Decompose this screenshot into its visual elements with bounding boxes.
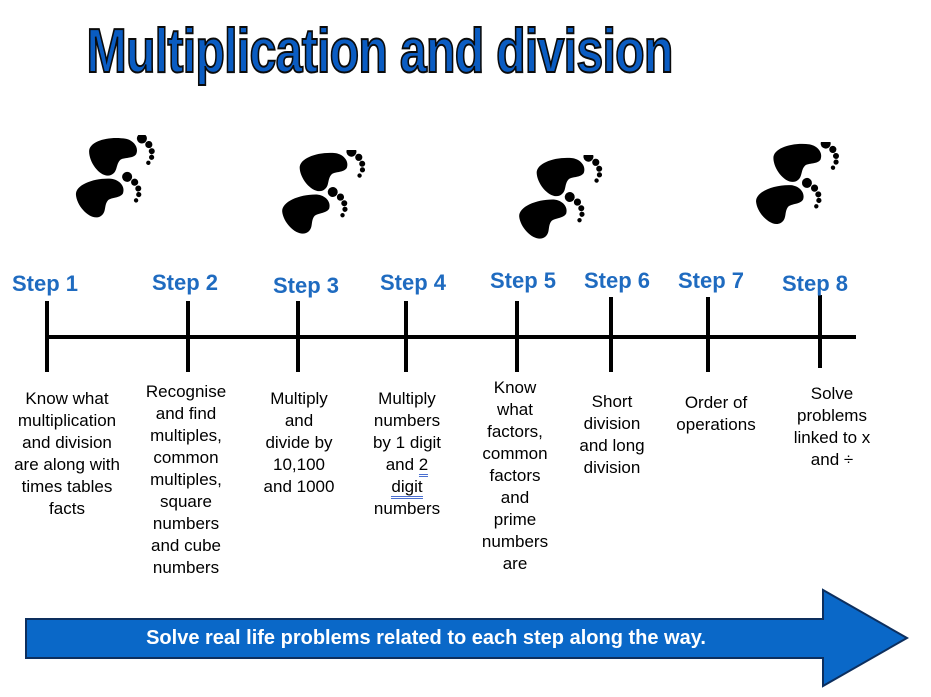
page-title: Multiplication and division bbox=[86, 16, 674, 87]
step-label-3: Step 3 bbox=[272, 273, 340, 298]
step-label-6: Step 6 bbox=[583, 268, 651, 293]
step-label-4: Step 4 bbox=[379, 270, 447, 295]
banner-text: Solve real life problems related to each… bbox=[146, 626, 706, 649]
banner-arrow bbox=[25, 588, 910, 688]
step-label-8: Step 8 bbox=[781, 271, 849, 296]
step-label-1: Step 1 bbox=[11, 271, 79, 296]
step-label-5: Step 5 bbox=[489, 268, 557, 293]
step-label-2: Step 2 bbox=[151, 270, 219, 295]
step-label-7: Step 7 bbox=[677, 268, 745, 293]
